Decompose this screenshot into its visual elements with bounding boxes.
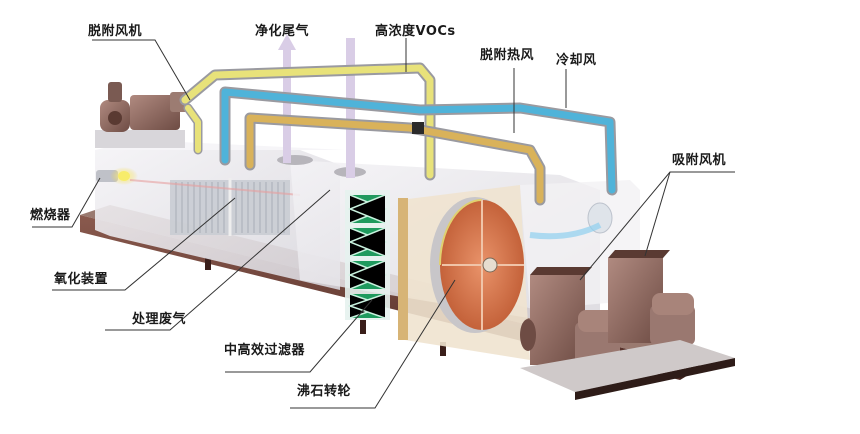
label-zeolite-rotor: 沸石转轮 [297,384,352,399]
leader-lines [32,38,735,409]
cooling-air-duct [219,86,618,196]
label-burner: 燃烧器 [30,208,71,223]
adsorption-fan-2 [608,250,695,345]
label-purified-exhaust: 净化尾气 [255,24,310,39]
label-oxidation-unit: 氧化装置 [54,272,109,287]
ceramic-media-bed [170,178,290,236]
label-adsorption-fan: 吸附风机 [672,153,727,168]
desorption-fan [95,82,188,148]
zeolite-rotor [398,185,530,360]
adsorption-fan-1 [520,267,620,367]
duct-valve [412,122,424,134]
label-high-concentration-vocs: 高浓度VOCs [375,24,456,39]
medium-high-efficiency-filter [345,190,390,320]
label-medium-high-efficiency-filter: 中高效过滤器 [224,343,306,358]
label-desorption-fan: 脱附风机 [88,24,143,39]
desorption-hot-air-duct [244,112,546,206]
label-cooling-air: 冷却风 [556,53,597,68]
label-desorption-hot-air: 脱附热风 [480,48,535,63]
fan-skid [520,340,735,400]
label-treated-exhaust: 处理废气 [132,312,187,327]
